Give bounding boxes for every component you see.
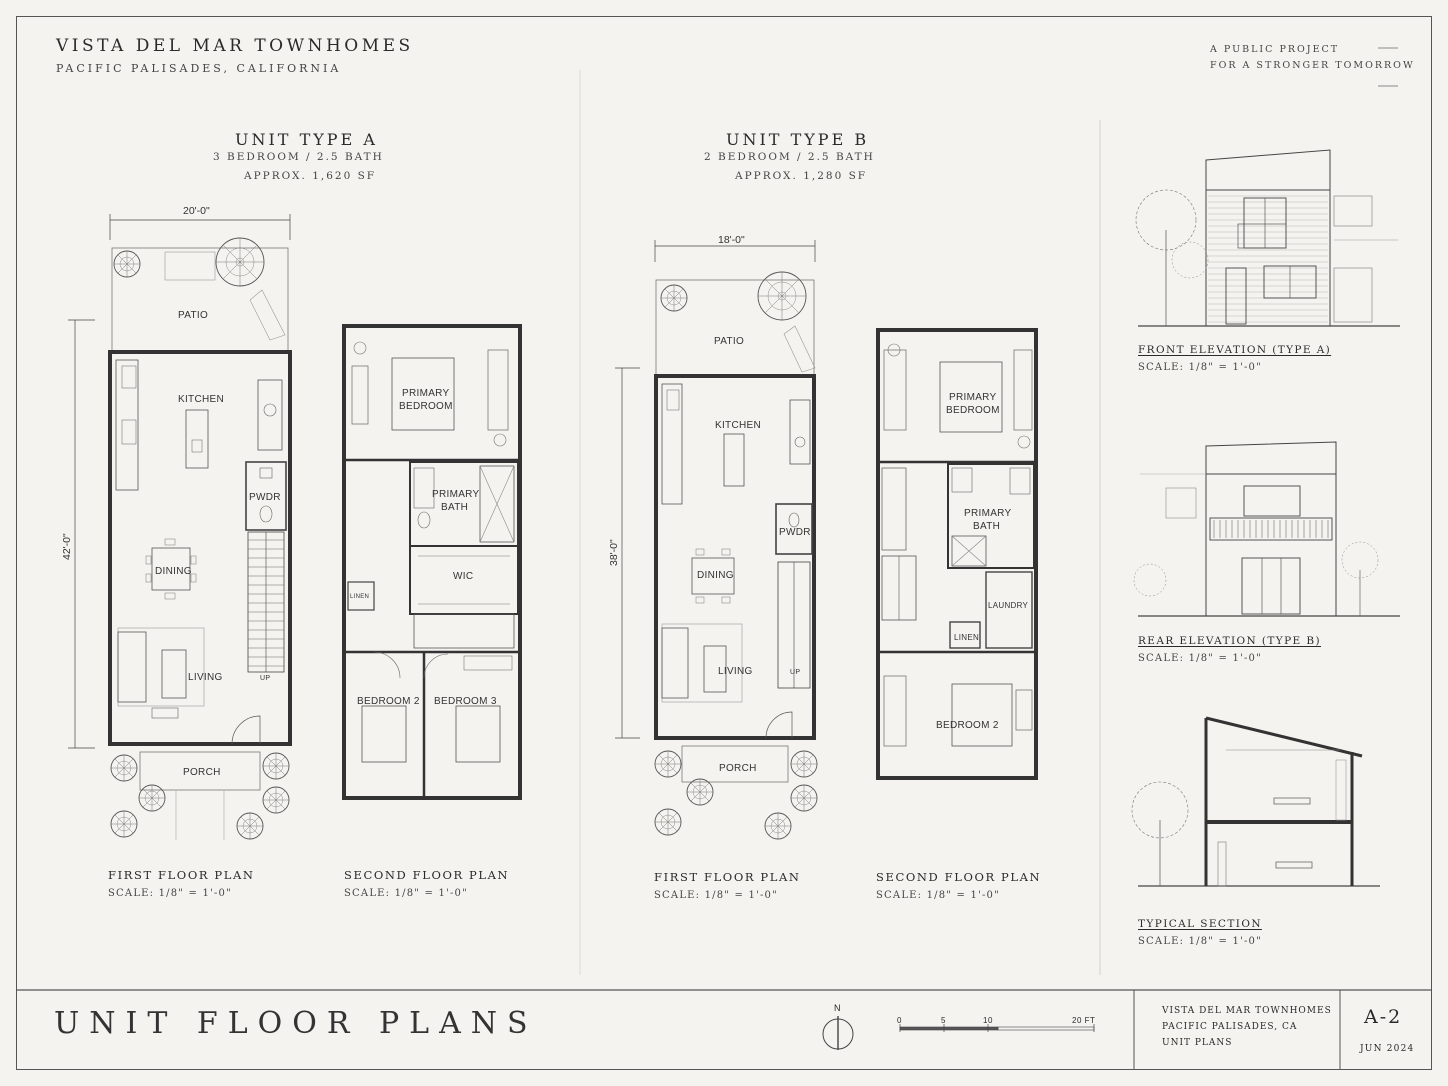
sheet-title: UNIT FLOOR PLANS [54,1006,538,1041]
sheet-number: A-2 [1364,1006,1403,1028]
scale-bar-label: 20 FT [1072,1016,1096,1025]
unit-a-title: UNIT TYPE A [235,130,378,149]
unit-b-title: UNIT TYPE B [726,130,870,149]
dimension-label: 18'-0" [718,234,745,246]
unit-a-second-floor-caption: SECOND FLOOR PLAN [344,868,510,882]
title-block-location: PACIFIC PALISADES, CA [1162,1022,1298,1032]
room-label: BEDROOM 2 [936,720,999,731]
unit-b-second-floor-plan: PRIMARY BEDROOM PRIMARY BATH LAUNDRY LIN… [876,328,1038,780]
room-label: PORCH [183,767,221,778]
room-label: KITCHEN [178,394,224,405]
room-label: BEDROOM 2 [357,696,420,707]
front-elevation-scale: SCALE: 1/8" = 1'-0" [1138,362,1262,373]
unit-b-first-floor-scale: SCALE: 1/8" = 1'-0" [654,890,778,901]
room-label: PRIMARY [432,489,480,500]
room-label: BEDROOM [946,405,1000,416]
room-label: WIC [453,571,473,582]
front-elevation-caption: FRONT ELEVATION (TYPE A) [1138,344,1332,356]
scale-bar-label: 10 [983,1016,993,1025]
scale-bar-label: 5 [941,1016,946,1025]
title-block-project: VISTA DEL MAR TOWNHOMES [1162,1006,1332,1016]
tagline-line-2: FOR A STRONGER TOMORROW [1210,60,1415,71]
room-label: PATIO [714,336,744,347]
room-label: DINING [697,570,734,581]
section-caption: TYPICAL SECTION [1138,918,1262,930]
front-elevation-drawing [1135,149,1400,327]
sheet-date: JUN 2024 [1360,1044,1415,1054]
section-scale: SCALE: 1/8" = 1'-0" [1138,936,1262,947]
room-label: UP [790,669,800,676]
project-location: PACIFIC PALISADES, CALIFORNIA [56,62,342,75]
typical-section-drawing [1131,716,1380,887]
room-label: BATH [441,502,468,513]
room-label: PWDR [249,492,281,503]
north-arrow [822,1016,854,1050]
room-label: PRIMARY [402,388,450,399]
unit-a-first-floor-caption: FIRST FLOOR PLAN [108,868,255,882]
room-label: PWDR [779,527,811,538]
unit-a-first-floor-scale: SCALE: 1/8" = 1'-0" [108,888,232,899]
room-label: UP [260,675,270,682]
room-label: BATH [973,521,1000,532]
unit-b-second-floor-caption: SECOND FLOOR PLAN [876,870,1042,884]
room-label: LIVING [718,666,753,677]
rear-elevation-scale: SCALE: 1/8" = 1'-0" [1138,653,1262,664]
dimension-label: 38'-0" [608,539,620,566]
room-label: LAUNDRY [988,601,1029,610]
unit-b-second-floor-scale: SCALE: 1/8" = 1'-0" [876,890,1000,901]
unit-a-beds-baths: 3 BEDROOM / 2.5 BATH [213,151,384,163]
title-block-description: UNIT PLANS [1162,1038,1233,1048]
room-label: KITCHEN [715,420,761,431]
rear-elevation-drawing [1133,441,1400,617]
scale-bar-label: 0 [897,1016,902,1025]
unit-a-second-floor-plan: PRIMARY BEDROOM PRIMARY BATH WIC LINEN B… [342,324,522,800]
room-label: LINEN [954,633,979,642]
scale-bar [899,1024,1095,1032]
rear-elevation-caption: REAR ELEVATION (TYPE B) [1138,635,1321,647]
unit-b-first-floor-plan: PATIO KITCHEN PWDR DINING LIVING PORCH U… [608,234,818,840]
room-label: PORCH [719,763,757,774]
room-label: LINEN [350,594,369,600]
room-label: LIVING [188,672,223,683]
sheet-border [16,16,1432,1070]
unit-a-second-floor-scale: SCALE: 1/8" = 1'-0" [344,888,468,899]
room-label: DINING [155,566,192,577]
room-label: BEDROOM [399,401,453,412]
unit-a-first-floor-plan: PATIO KITCHEN PWDR DINING LIVING PORCH U… [61,205,292,840]
unit-b-area: APPROX. 1,280 SF [735,170,868,182]
unit-a-area: APPROX. 1,620 SF [244,170,377,182]
project-title: VISTA DEL MAR TOWNHOMES [56,36,414,56]
room-label: PATIO [178,310,208,321]
room-label: PRIMARY [949,392,997,403]
north-label: N [834,1003,841,1013]
room-label: BEDROOM 3 [434,696,497,707]
unit-b-beds-baths: 2 BEDROOM / 2.5 BATH [704,151,875,163]
dimension-label: 20'-0" [183,205,210,217]
unit-b-first-floor-caption: FIRST FLOOR PLAN [654,870,801,884]
room-label: PRIMARY [964,508,1012,519]
dimension-label: 42'-0" [61,533,73,560]
tagline-line-1: A PUBLIC PROJECT [1210,44,1340,55]
